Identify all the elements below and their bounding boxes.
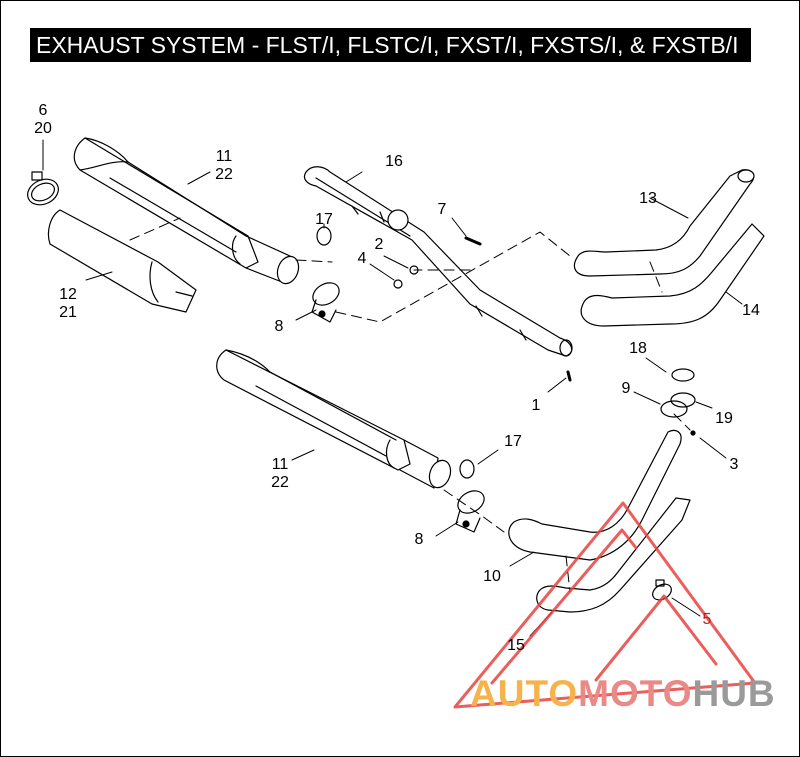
diagram-title: EXHAUST SYSTEM - FLST/I, FLSTC/I, FXST/I… <box>30 28 751 62</box>
callout-11: 11 <box>271 456 289 473</box>
callout-17-upper: 17 <box>315 211 333 228</box>
callout-21: 21 <box>59 304 77 321</box>
callout-7: 7 <box>437 201 447 218</box>
callout-22: 22 <box>215 166 233 183</box>
callout-12-21: 12 21 <box>59 286 77 322</box>
callout-12: 12 <box>59 286 77 303</box>
callout-19: 19 <box>715 410 733 427</box>
gasket-upper <box>316 226 332 246</box>
callout-16: 16 <box>385 153 403 170</box>
callout-10: 10 <box>483 568 501 585</box>
callout-9: 9 <box>621 380 631 397</box>
muffler-clamp-lower <box>455 490 485 533</box>
callout-6: 6 <box>38 102 48 119</box>
watermark-hub: HUB <box>692 673 776 714</box>
alignment-lines <box>129 217 691 593</box>
callout-6-20: 6 20 <box>34 102 52 138</box>
callout-5: 5 <box>702 611 712 628</box>
callout-13: 13 <box>639 190 657 207</box>
callout-17-lower: 17 <box>504 433 522 450</box>
callout-8-upper: 8 <box>274 318 284 335</box>
watermark-triangle <box>453 501 757 709</box>
callout-4: 4 <box>357 250 367 267</box>
callout-3: 3 <box>729 456 739 473</box>
watermark-auto: AUTO <box>470 673 579 714</box>
leader-lines <box>42 139 743 637</box>
gasket-lower <box>459 459 475 479</box>
callout-11-22-upper: 11 22 <box>215 148 233 184</box>
callout-1: 1 <box>531 397 541 414</box>
watermark-logo: AUTOMOTOHUB <box>470 674 776 714</box>
hardware <box>393 236 696 436</box>
upper-heat-shield <box>47 209 197 313</box>
callout-11: 11 <box>215 148 233 165</box>
lower-muffler <box>216 349 452 489</box>
rear-header-pipes <box>508 429 691 613</box>
front-header-pipes <box>573 169 765 327</box>
callout-8-lower: 8 <box>414 531 424 548</box>
callout-15: 15 <box>507 637 525 654</box>
upper-muffler <box>73 137 300 285</box>
callout-14: 14 <box>742 302 760 319</box>
callout-11-22-lower: 11 22 <box>271 456 289 492</box>
callout-18: 18 <box>629 340 647 357</box>
muffler-clamp-upper <box>311 282 340 323</box>
mounting-bracket <box>303 166 573 357</box>
callout-2: 2 <box>374 236 384 253</box>
callout-22: 22 <box>271 474 289 491</box>
callout-20: 20 <box>34 120 52 137</box>
hose-clamp-upper <box>27 171 59 206</box>
watermark-moto: MOTO <box>578 673 693 714</box>
